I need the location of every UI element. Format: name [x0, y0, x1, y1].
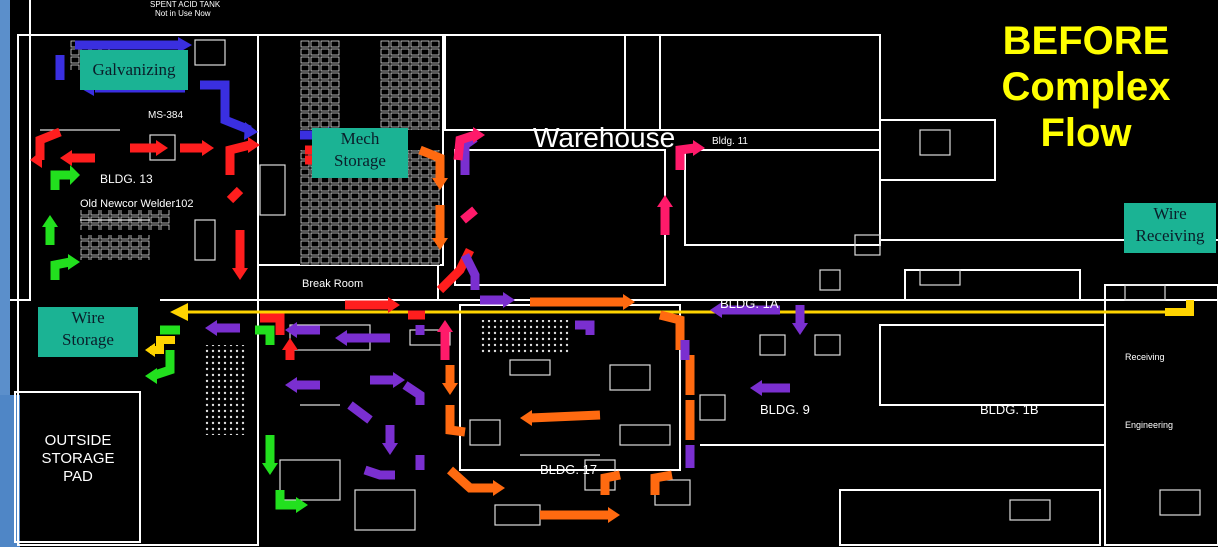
title-line-before: BEFORE — [976, 18, 1196, 64]
wire-receiving-area: Wire Receiving — [1124, 203, 1216, 253]
ms-384-label: MS-384 — [148, 110, 183, 121]
galvanizing-area: Galvanizing — [80, 50, 188, 90]
title-line-flow: Flow — [976, 110, 1196, 156]
mech-storage-line2: Storage — [312, 150, 408, 172]
receiving-label: Receiving — [1125, 352, 1165, 362]
bldg-11-label: Bldg. 11 — [712, 136, 748, 147]
old-newcor-label: Old Newcor Welder102 — [80, 198, 194, 210]
bldg-9-label: BLDG. 9 — [760, 402, 810, 417]
engineering-label: Engineering — [1125, 420, 1173, 430]
bldg-1a-label: BLDG. 1A — [720, 296, 779, 311]
wire-receiving-line2: Receiving — [1124, 225, 1216, 247]
wire-storage-line1: Wire — [38, 307, 138, 329]
bldg-13-label: BLDG. 13 — [100, 172, 153, 186]
mech-storage-line1: Mech — [312, 128, 408, 150]
warehouse-label: Warehouse — [533, 122, 675, 154]
spent-acid-label: SPENT ACID TANK — [150, 0, 220, 9]
title-block: BEFORE Complex Flow — [976, 18, 1196, 156]
not-in-use-label: Not in Use Now — [155, 9, 211, 18]
wire-storage-line2: Storage — [38, 329, 138, 351]
outside-storage-pad-label: OUTSIDE STORAGE PAD — [28, 432, 128, 486]
mech-storage-area: Mech Storage — [312, 128, 408, 178]
bldg-17-label: BLDG. 17 — [540, 462, 597, 477]
break-room-label: Break Room — [302, 278, 363, 290]
title-line-complex: Complex — [976, 64, 1196, 110]
wire-storage-area: Wire Storage — [38, 307, 138, 357]
wire-receiving-line1: Wire — [1124, 203, 1216, 225]
galvanizing-label: Galvanizing — [80, 50, 188, 90]
bldg-1b-label: BLDG. 1B — [980, 402, 1039, 417]
